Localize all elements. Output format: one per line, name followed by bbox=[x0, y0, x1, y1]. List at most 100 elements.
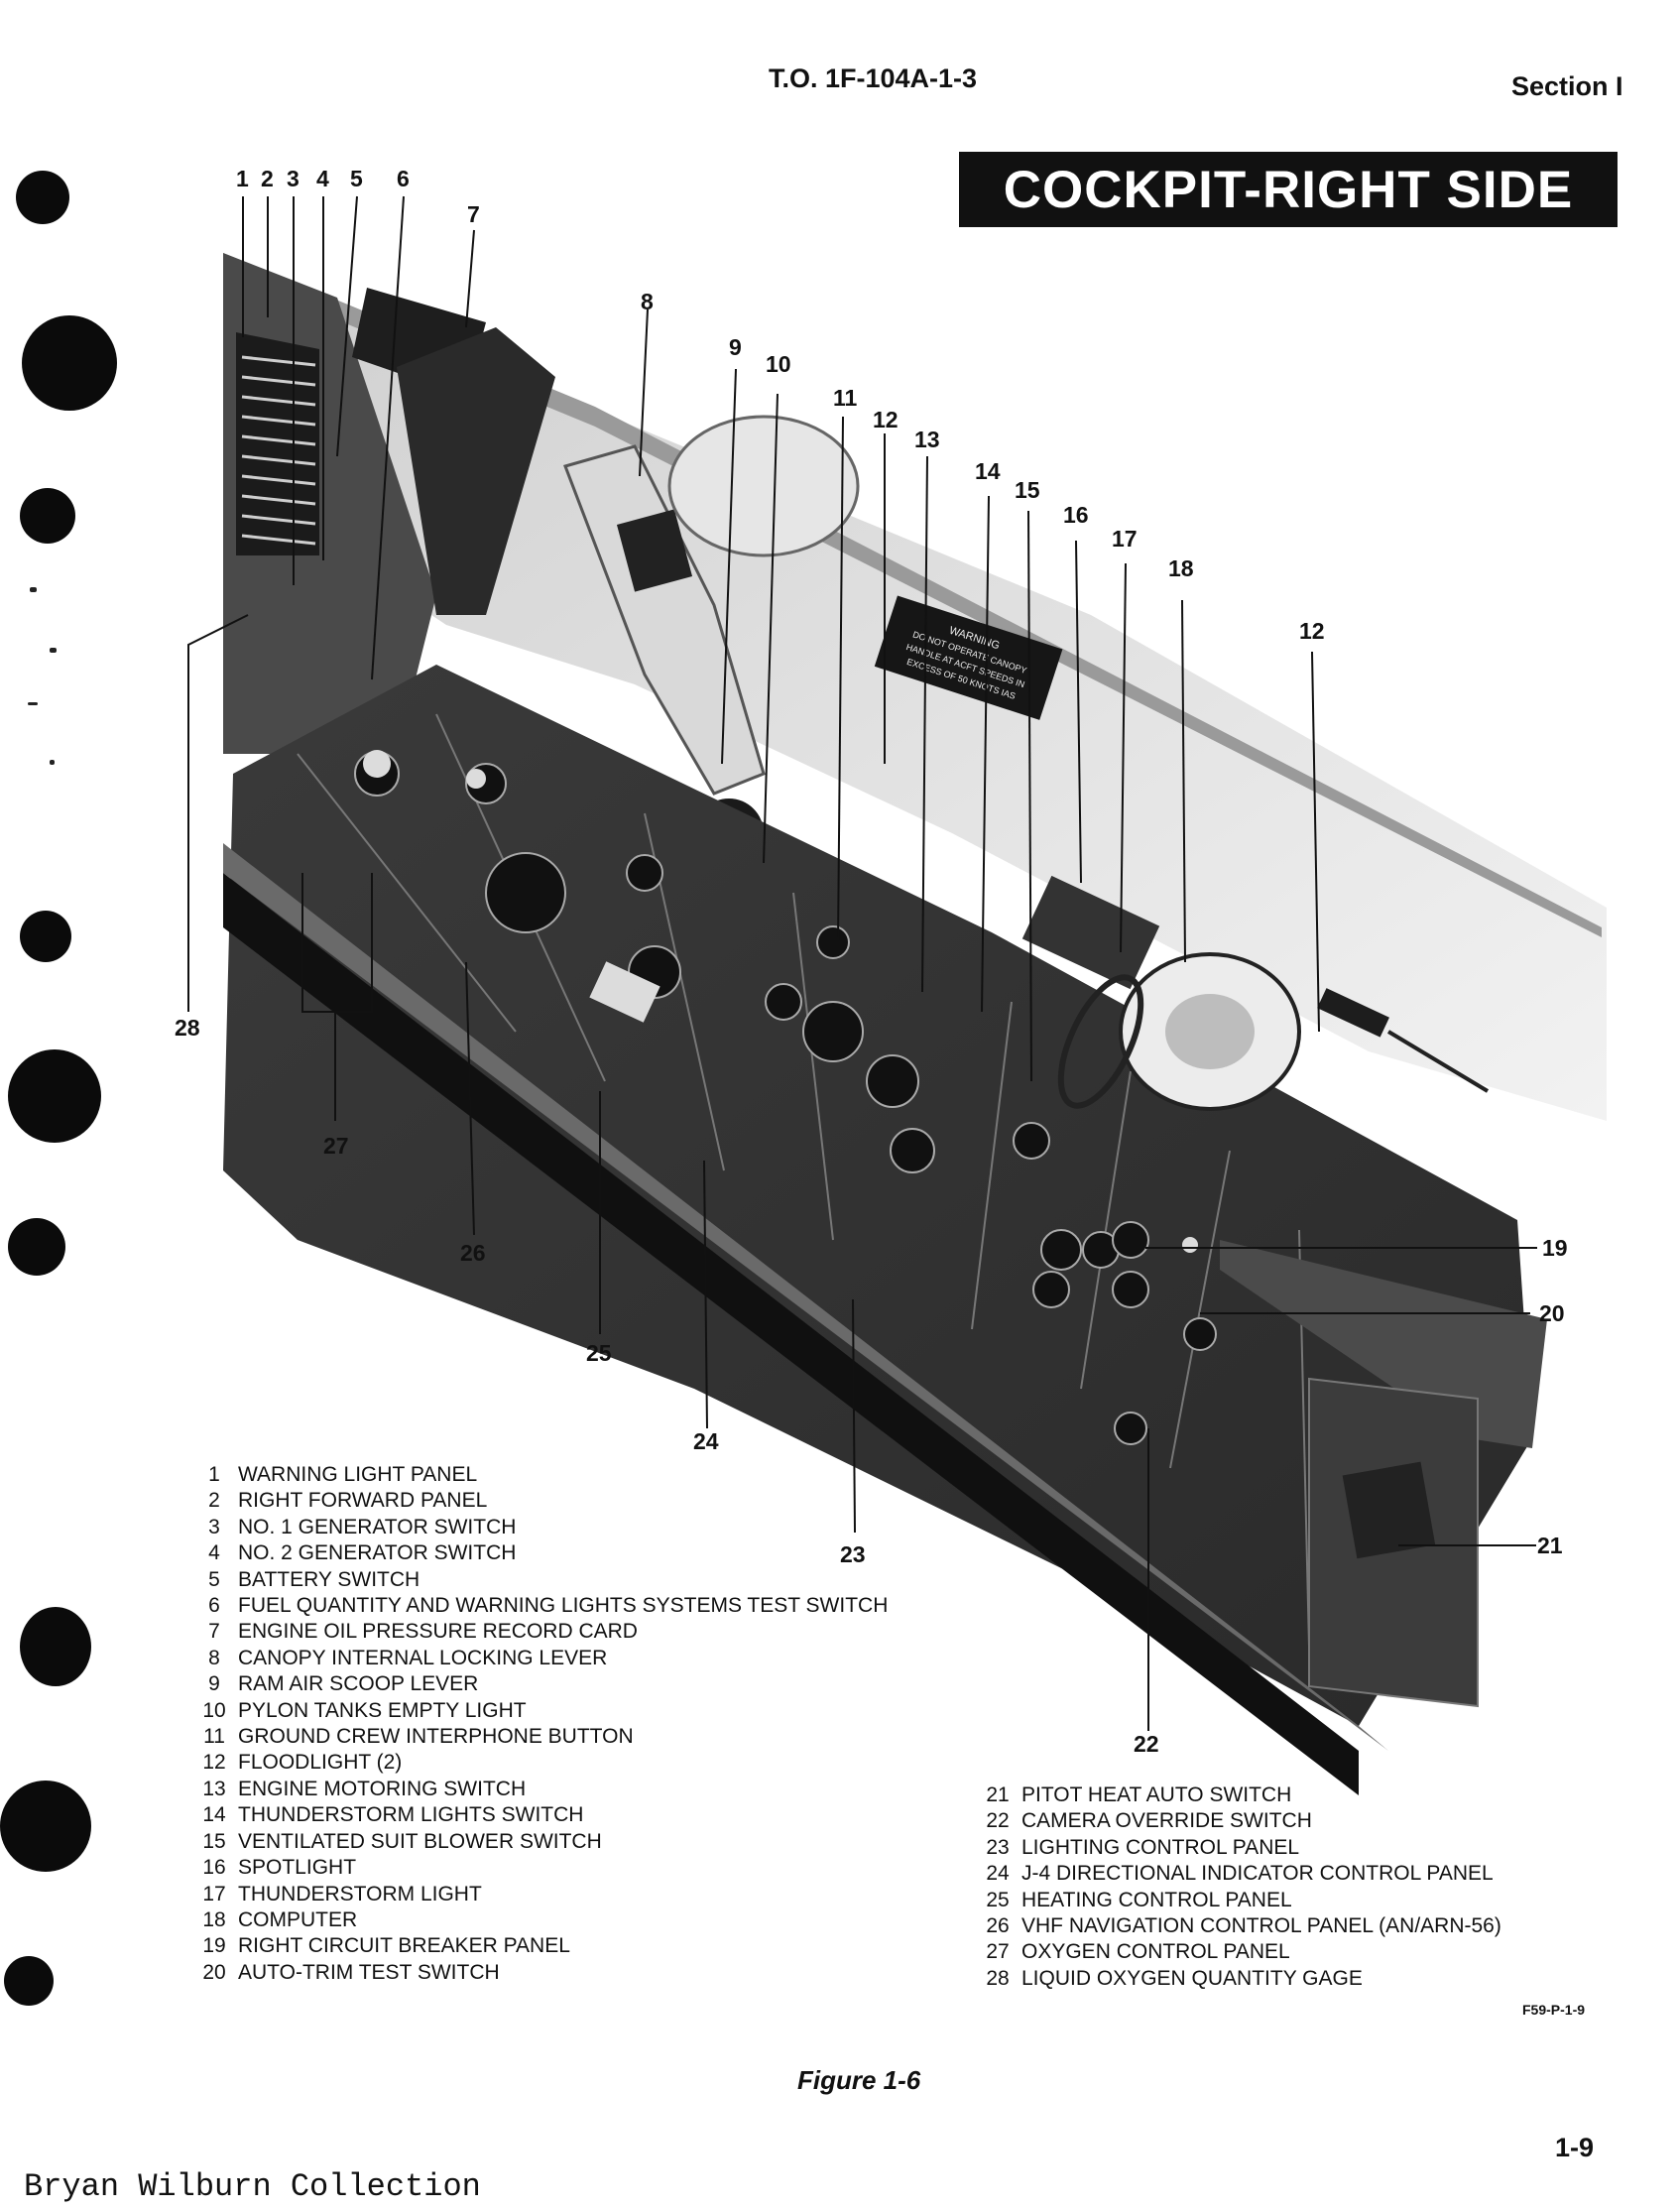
legend-label: FLOODLIGHT (2) bbox=[238, 1751, 403, 1775]
legend-label: BATTERY SWITCH bbox=[238, 1567, 420, 1591]
speck bbox=[50, 648, 57, 653]
legend-num: 18 bbox=[202, 1907, 226, 1931]
callout-2: 2 bbox=[261, 166, 274, 191]
legend-label: NO. 1 GENERATOR SWITCH bbox=[238, 1515, 517, 1538]
binder-hole bbox=[22, 315, 117, 411]
legend-label: THUNDERSTORM LIGHT bbox=[238, 1882, 482, 1905]
legend-label: RIGHT FORWARD PANEL bbox=[238, 1489, 488, 1513]
page-title: COCKPIT-RIGHT SIDE bbox=[959, 152, 1618, 227]
legend-num: 25 bbox=[986, 1888, 1010, 1911]
legend-label: WARNING LIGHT PANEL bbox=[238, 1463, 478, 1486]
legend-label: RIGHT CIRCUIT BREAKER PANEL bbox=[238, 1934, 570, 1958]
legend-label: CAMERA OVERRIDE SWITCH bbox=[1021, 1809, 1312, 1833]
legend-label: COMPUTER bbox=[238, 1907, 358, 1931]
legend-num: 26 bbox=[986, 1914, 1010, 1938]
legend-num: 2 bbox=[208, 1489, 220, 1513]
legend-item: 12 FLOODLIGHT (2) bbox=[190, 1750, 888, 1776]
callout-18: 18 bbox=[1168, 555, 1194, 581]
callout-20: 20 bbox=[1539, 1300, 1565, 1326]
callout-4: 4 bbox=[316, 166, 329, 191]
binder-hole bbox=[4, 1956, 54, 2006]
callout-22: 22 bbox=[1134, 1731, 1159, 1757]
legend-num: 12 bbox=[202, 1751, 226, 1775]
legend-item: 4 NO. 2 GENERATOR SWITCH bbox=[190, 1540, 888, 1566]
legend-item: 1 WARNING LIGHT PANEL bbox=[190, 1462, 888, 1488]
legend-num: 1 bbox=[208, 1463, 220, 1486]
legend-num: 4 bbox=[208, 1541, 220, 1565]
legend-num: 6 bbox=[208, 1594, 220, 1618]
binder-hole bbox=[16, 171, 69, 224]
legend-label: FUEL QUANTITY AND WARNING LIGHTS SYSTEMS… bbox=[238, 1594, 889, 1618]
legend-item: 27 OXYGEN CONTROL PANEL bbox=[974, 1939, 1501, 1965]
binder-hole bbox=[8, 1049, 101, 1143]
callout-10: 10 bbox=[766, 351, 791, 377]
callout-12a: 12 bbox=[873, 407, 899, 432]
callout-27: 27 bbox=[323, 1133, 349, 1159]
legend-label: J-4 DIRECTIONAL INDICATOR CONTROL PANEL bbox=[1021, 1862, 1494, 1886]
callout-21: 21 bbox=[1537, 1533, 1563, 1558]
callout-16: 16 bbox=[1063, 502, 1089, 528]
legend-label: PITOT HEAT AUTO SWITCH bbox=[1021, 1783, 1292, 1806]
warning-light-panel bbox=[236, 332, 319, 555]
circuit-breaker-panel bbox=[1220, 1240, 1547, 1448]
legend-num: 15 bbox=[202, 1829, 226, 1853]
callout-5: 5 bbox=[350, 166, 363, 191]
callout-26: 26 bbox=[460, 1240, 486, 1266]
legend-label: LIQUID OXYGEN QUANTITY GAGE bbox=[1021, 1966, 1363, 1990]
callout-28: 28 bbox=[175, 1015, 200, 1041]
side-console bbox=[223, 665, 1532, 1726]
legend-num: 9 bbox=[208, 1672, 220, 1696]
binder-hole bbox=[20, 488, 75, 544]
legend-label: ENGINE MOTORING SWITCH bbox=[238, 1777, 527, 1800]
callout-8: 8 bbox=[641, 289, 654, 314]
callout-11: 11 bbox=[833, 385, 858, 411]
to-number: T.O. 1F-104A-1-3 bbox=[769, 63, 978, 93]
callout-3: 3 bbox=[287, 166, 300, 191]
binder-hole bbox=[20, 1607, 91, 1686]
legend-label: OXYGEN CONTROL PANEL bbox=[1021, 1940, 1290, 1964]
legend-num: 27 bbox=[986, 1940, 1010, 1964]
callout-12b: 12 bbox=[1299, 618, 1325, 644]
callout-23: 23 bbox=[840, 1541, 866, 1567]
callout-25: 25 bbox=[586, 1340, 612, 1366]
legend-label: ENGINE OIL PRESSURE RECORD CARD bbox=[238, 1620, 638, 1644]
legend-num: 20 bbox=[202, 1960, 226, 1984]
legend-num: 19 bbox=[202, 1934, 226, 1958]
legend-label: NO. 2 GENERATOR SWITCH bbox=[238, 1541, 517, 1565]
legend-left: 1 WARNING LIGHT PANEL 2 RIGHT FORWARD PANE… bbox=[190, 1462, 888, 1986]
legend-label: VENTILATED SUIT BLOWER SWITCH bbox=[238, 1829, 602, 1853]
callout-6: 6 bbox=[397, 166, 410, 191]
legend-label: PYLON TANKS EMPTY LIGHT bbox=[238, 1698, 527, 1722]
speck bbox=[50, 760, 55, 765]
legend-num: 17 bbox=[202, 1882, 226, 1905]
legend-num: 23 bbox=[986, 1835, 1010, 1859]
legend-label: THUNDERSTORM LIGHTS SWITCH bbox=[238, 1803, 584, 1827]
binder-hole bbox=[0, 1781, 91, 1872]
callout-14: 14 bbox=[975, 458, 1001, 484]
callout-13: 13 bbox=[914, 427, 940, 452]
console-edge bbox=[223, 843, 1388, 1751]
callout-17: 17 bbox=[1112, 526, 1138, 552]
legend-label: LIGHTING CONTROL PANEL bbox=[1021, 1835, 1300, 1859]
figure-caption: Figure 1-6 bbox=[797, 2065, 921, 2095]
legend-label: SPOTLIGHT bbox=[238, 1856, 357, 1880]
callout-15: 15 bbox=[1015, 477, 1040, 503]
legend-num: 13 bbox=[202, 1777, 226, 1800]
callout-24: 24 bbox=[693, 1428, 719, 1454]
callout-19: 19 bbox=[1542, 1235, 1568, 1261]
speck bbox=[30, 587, 37, 592]
figure-code: F59-P-1-9 bbox=[1522, 2002, 1586, 2018]
legend-num: 5 bbox=[208, 1567, 220, 1591]
